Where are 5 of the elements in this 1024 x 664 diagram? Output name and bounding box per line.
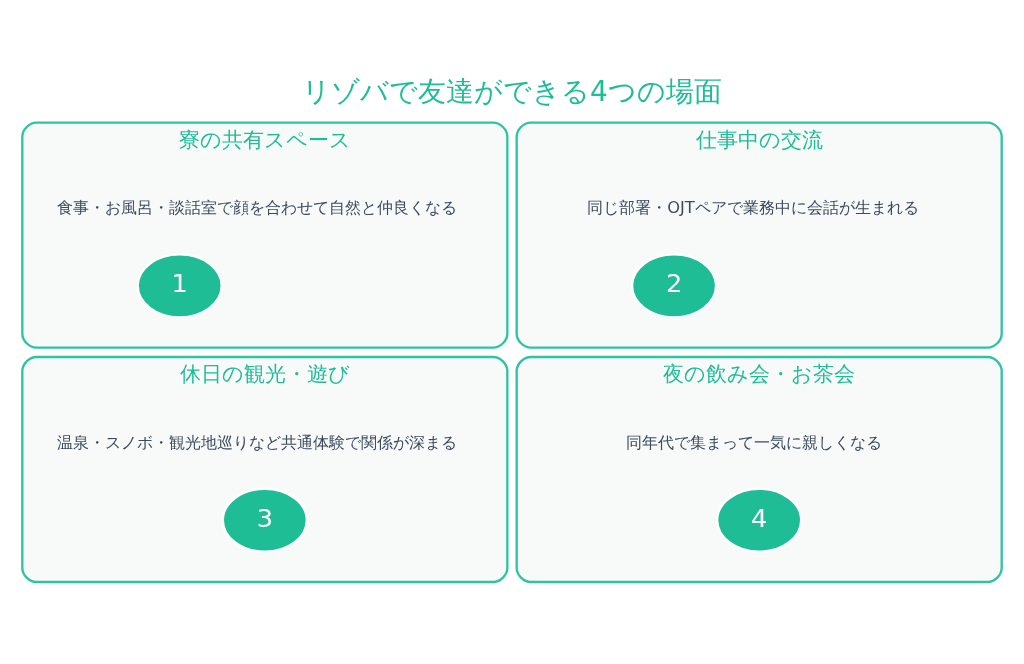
node-ellipse: 4 — [716, 487, 803, 553]
diagram-title: リゾバで友達ができる4つの場面 — [302, 74, 722, 108]
node-ellipse: 2 — [630, 252, 718, 318]
node-ellipse: 1 — [136, 252, 223, 318]
node-ellipse: 3 — [221, 487, 308, 553]
